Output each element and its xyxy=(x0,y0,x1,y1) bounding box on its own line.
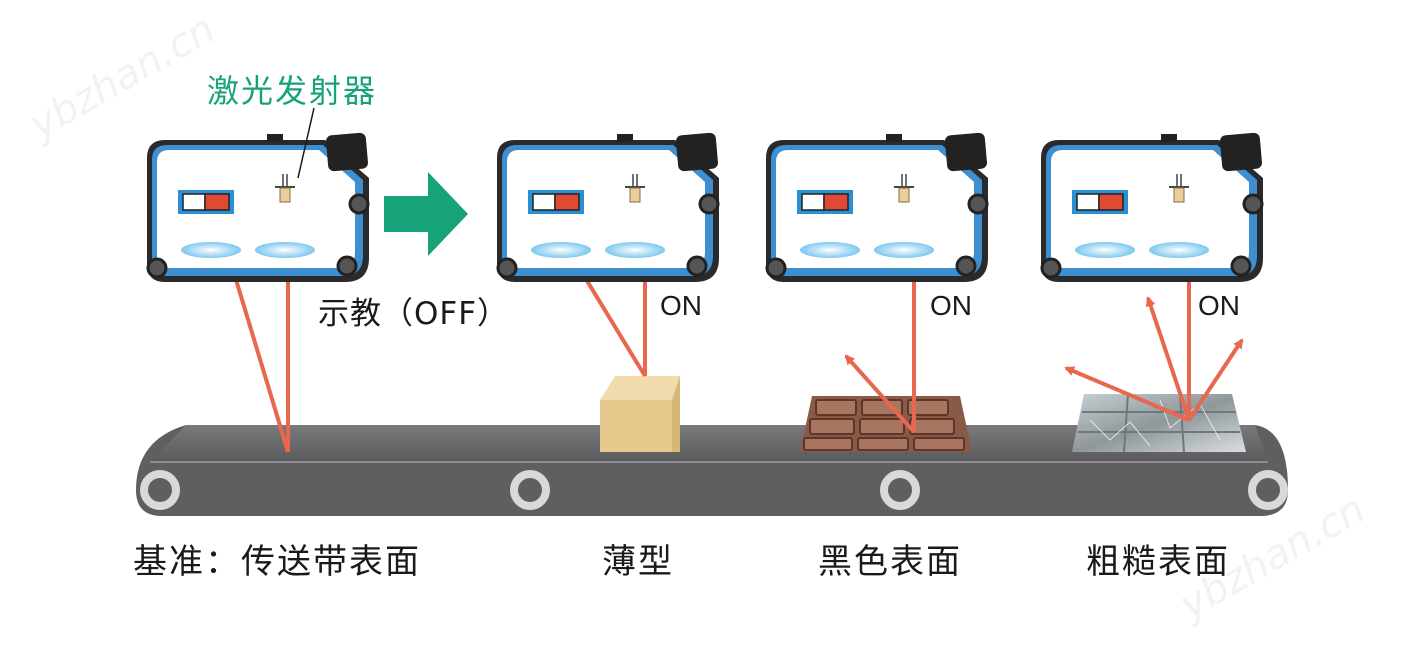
sensor-unit-2 xyxy=(495,130,721,284)
chocolate-bar-object xyxy=(800,396,972,452)
roller-2 xyxy=(510,470,550,510)
caption-thin: 薄型 xyxy=(602,542,674,582)
state-on-label-2: ON xyxy=(930,290,972,321)
foil-wrapped-object xyxy=(1072,393,1246,453)
transition-arrow-icon xyxy=(384,172,468,256)
roller-3 xyxy=(880,470,920,510)
roller-4 xyxy=(1248,470,1288,510)
state-on-label-3: ON xyxy=(1198,290,1240,321)
caption-rough-surface: 粗糙表面 xyxy=(1086,542,1230,582)
thin-box-object xyxy=(600,376,680,452)
state-on-label-1: ON xyxy=(660,290,702,321)
sensor-unit-4 xyxy=(1039,130,1265,284)
emitter-leader-line xyxy=(297,107,315,179)
sensor-unit-3 xyxy=(764,130,990,284)
caption-reference-belt-surface: 基准：传送带表面 xyxy=(133,542,421,582)
teach-off-label: 示教（OFF） xyxy=(318,296,510,332)
watermark-top-left: ybzhan.cn xyxy=(21,6,223,149)
laser-emitter-label: 激光发射器 xyxy=(207,72,378,110)
roller-1 xyxy=(140,470,180,510)
caption-black-surface: 黑色表面 xyxy=(818,542,962,582)
sensor-unit-1 xyxy=(145,130,371,284)
conveyor-belt xyxy=(136,425,1288,516)
